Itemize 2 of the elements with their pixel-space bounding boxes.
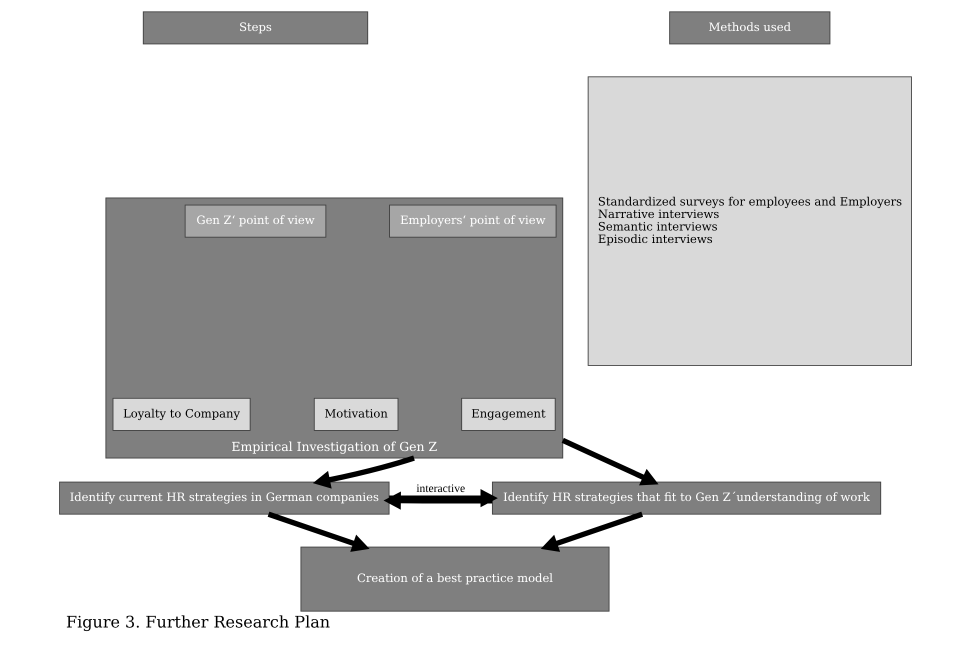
edge-label: interactive <box>416 482 465 496</box>
caption: Figure 3. Further Research Plan <box>66 612 330 632</box>
